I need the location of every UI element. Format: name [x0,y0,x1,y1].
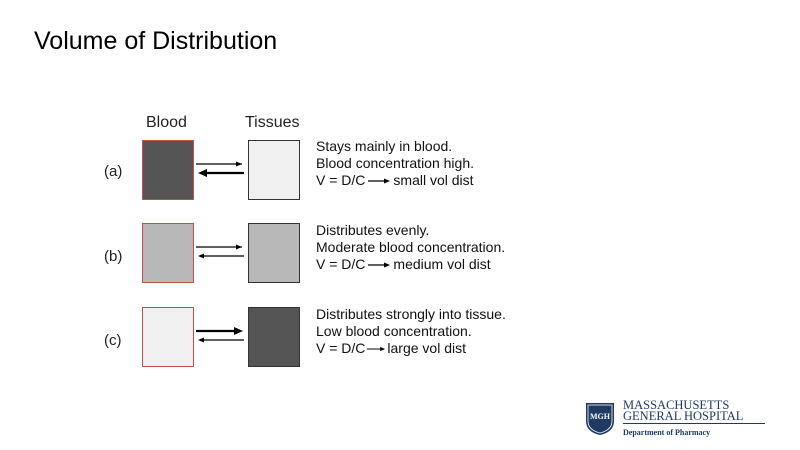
logo-emblem-text: MGH [590,412,611,421]
formula-line: V = D/C medium vol dist [316,256,505,273]
logo-name-line2: GENERAL HOSPITAL [623,409,744,423]
formula-result: medium vol dist [393,256,491,272]
formula-line: V = D/C large vol dist [316,340,506,357]
row-label-a: (a) [104,163,123,180]
tissue-compartment-a [248,140,300,200]
description-line: Distributes strongly into tissue. [316,306,506,322]
equilibrium-arrows-b [196,244,244,259]
equilibrium-arrows-c [196,327,244,343]
right-arrow-icon [367,347,386,352]
row-label-b: (b) [104,248,123,265]
right-arrow-icon [368,262,391,268]
description-line: Low blood concentration. [316,323,472,339]
blood-compartment-c [142,307,194,367]
description-b: Distributes evenly. Moderate blood conce… [316,222,505,273]
logo-name-line1: MASSACHUSETTS [623,398,730,412]
tissue-compartment-b [248,223,300,283]
tissue-compartment-c [248,307,300,367]
formula-result: small vol dist [393,172,474,188]
blood-column-header: Blood [146,114,187,131]
description-a: Stays mainly in blood. Blood concentrati… [316,138,474,189]
description-line: Blood concentration high. [316,155,474,171]
formula: V = D/C [316,172,366,188]
logo-department: Department of Pharmacy [623,428,711,437]
description-line: Stays mainly in blood. [316,138,453,154]
row-label-c: (c) [104,332,122,349]
blood-compartment-a [142,140,194,200]
blood-compartment-b [142,223,194,283]
formula-result: large vol dist [387,340,466,356]
mgh-shield-icon: MGH [586,403,614,435]
formula: V = D/C [316,256,366,272]
formula: V = D/C [316,340,366,356]
logo-divider [623,423,765,424]
right-arrow-icon [368,178,391,184]
logo-wordmark: MASSACHUSETTS GENERAL HOSPITAL [623,398,744,423]
slide-title: Volume of Distribution [34,27,278,55]
description-c: Distributes strongly into tissue. Low bl… [316,306,506,357]
tissues-column-header: Tissues [245,114,300,131]
description-line: Moderate blood concentration. [316,239,506,255]
equilibrium-arrows-a [196,161,244,177]
description-line: Distributes evenly. [316,222,430,238]
formula-line: V = D/C small vol dist [316,172,474,189]
